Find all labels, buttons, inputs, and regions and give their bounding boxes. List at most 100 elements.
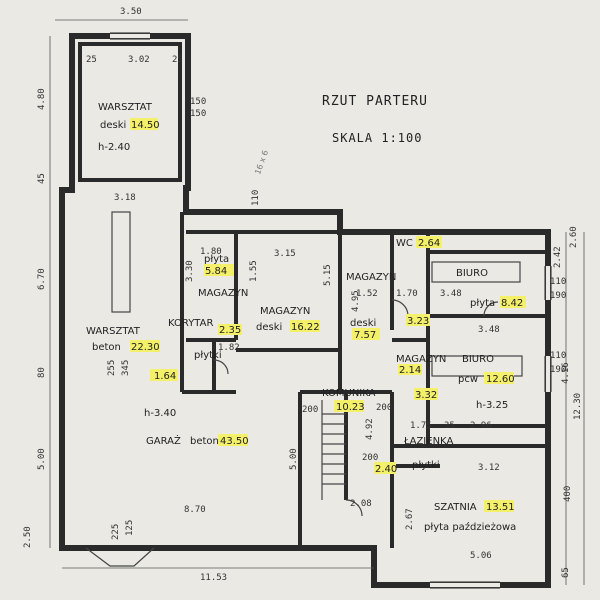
dim-150b: 150 xyxy=(190,109,206,119)
dim-180: 1.80 xyxy=(200,247,222,257)
room-name-szatnia: SZATNIA xyxy=(434,502,477,513)
dim-top-width: 3.50 xyxy=(120,7,142,17)
room-name-korytarz: KORYTAR xyxy=(168,318,213,329)
dim-255: 255 xyxy=(107,360,117,376)
height-biuro-mid: h-3.25 xyxy=(476,400,508,411)
dim-315: 3.15 xyxy=(274,249,296,259)
area-magazyn-tiny: 2.14 xyxy=(399,365,421,376)
room-name-magazyn-small: MAGAZYN xyxy=(198,288,248,299)
dim-200-b: 200 xyxy=(376,403,392,413)
dim-318: 3.18 xyxy=(114,193,136,203)
area-szatnia: 13.51 xyxy=(486,502,515,513)
area-warsztat-top: 14.50 xyxy=(131,120,160,131)
area-biuro-top: 8.42 xyxy=(501,298,523,309)
dim-242: 2.42 xyxy=(553,246,563,268)
dim-312: 3.12 xyxy=(478,463,500,473)
area-warsztat-left: 22.30 xyxy=(131,342,160,353)
plan-scale: SKALA 1:100 xyxy=(332,131,422,145)
dim-110-r1: 110 xyxy=(550,277,566,287)
room-name-magazyn-tiny: MAGAZYN xyxy=(396,354,446,365)
dim-267: 2.67 xyxy=(405,508,415,530)
plan-title: RZUT PARTERU xyxy=(322,94,428,109)
room-name-komunikacja: KOMUNIKA xyxy=(322,388,376,399)
dim-296: 2.96 xyxy=(470,421,492,431)
dim-870: 8.70 xyxy=(184,505,206,515)
area-biuro-mid: 12.60 xyxy=(486,374,515,385)
dim-492: 4.92 xyxy=(365,418,375,440)
dim-208: 2.08 xyxy=(350,499,372,509)
dim-345: 345 xyxy=(121,360,131,376)
floor-szatnia: płyta paździeżowa xyxy=(424,521,516,533)
dimension-labels: 3.50 3.02 25 25 150 150 4.80 45 6.70 80 … xyxy=(23,7,583,583)
dim-225: 225 xyxy=(111,524,121,540)
walls xyxy=(59,33,551,588)
dim-150a: 150 xyxy=(190,97,206,107)
dim-45: 45 xyxy=(37,173,47,184)
dim-506: 5.06 xyxy=(470,551,492,561)
dim-35: 35 xyxy=(444,421,455,431)
room-name-magazyn-mid: MAGAZYN xyxy=(260,306,310,317)
dim-d25b: 25 xyxy=(172,55,183,65)
area-magazyn-mid: 16.22 xyxy=(291,322,320,333)
room-name-magazyn-right: MAGAZYN xyxy=(346,272,396,283)
dim-1230: 12.30 xyxy=(573,393,583,420)
dim-110-r2: 110 xyxy=(550,351,566,361)
area-korytarz-extra: 1.64 xyxy=(154,371,176,382)
dim-348b: 3.48 xyxy=(478,325,500,335)
floor-biuro-top: płyta xyxy=(470,298,495,309)
room-name-lazienka: ŁAZIENKA xyxy=(403,436,453,447)
floor-magazyn-mid: deski xyxy=(256,322,282,333)
room-name-garaz: GARAŻ xyxy=(146,434,181,447)
area-wc: 2.64 xyxy=(418,238,440,249)
inner-walls xyxy=(78,42,548,548)
dim-495: 4.95 xyxy=(351,290,361,312)
room-name-biuro-top: BIURO xyxy=(456,268,488,279)
dim-ws-inner: 3.02 xyxy=(128,55,150,65)
floor-lazienka: płytki xyxy=(412,460,440,471)
dim-152: 1.52 xyxy=(356,289,378,299)
room-name-wc: WC xyxy=(396,238,413,249)
area-magazyn-right: 7.57 xyxy=(354,330,376,341)
dim-500: 5.00 xyxy=(37,448,47,470)
room-name-warsztat-left: WARSZTAT xyxy=(86,326,141,337)
area-hall: 3.23 xyxy=(407,316,429,327)
floor-magazyn-right: deski xyxy=(350,318,376,329)
dimension-lines xyxy=(49,19,585,585)
dim-260: 2.60 xyxy=(569,226,579,248)
dim-348: 3.48 xyxy=(440,289,462,299)
dim-190-r2: 190 xyxy=(550,365,566,375)
dim-080: 80 xyxy=(37,367,47,378)
room-name-biuro-mid: BIURO xyxy=(462,354,494,365)
area-magazyn-small: 5.84 xyxy=(205,266,227,277)
dim-200-a: 200 xyxy=(302,405,318,415)
floor-warsztat-left: beton xyxy=(92,342,121,353)
floor-biuro-mid: pcw xyxy=(458,374,478,385)
dim-175: 1.75 xyxy=(410,421,432,431)
dim-416: 4.16 xyxy=(561,362,571,384)
height-garaz: h-3.40 xyxy=(144,408,176,419)
dim-500-garage: 5.00 xyxy=(289,448,299,470)
dim-250: 2.50 xyxy=(23,526,33,548)
dim-330: 3.30 xyxy=(185,260,195,282)
dim-400: 400 xyxy=(563,486,573,502)
height-warsztat-top: h-2.40 xyxy=(98,142,130,153)
area-garaz: 43.50 xyxy=(220,436,249,447)
dim-670: 6.70 xyxy=(37,268,47,290)
dim-515: 5.15 xyxy=(323,264,333,286)
dim-155: 1.55 xyxy=(249,260,259,282)
area-small: 3.32 xyxy=(415,390,437,401)
floor-warsztat-top: deski xyxy=(100,120,126,131)
room-name-warsztat-top: WARSZTAT xyxy=(98,102,153,113)
floor-garaz: beton xyxy=(190,436,219,447)
dim-200-c: 200 xyxy=(362,453,378,463)
dim-110: 110 xyxy=(251,190,261,206)
dim-125: 125 xyxy=(125,520,135,536)
dim-65: 65 xyxy=(561,567,571,578)
floor-magazyn-small: płyta xyxy=(204,254,229,265)
area-komunikacja: 10.23 xyxy=(336,402,365,413)
dim-170: 1.70 xyxy=(396,289,418,299)
thin-lines xyxy=(85,32,552,589)
area-korytarz: 2.35 xyxy=(219,325,241,336)
dim-190-r1: 190 xyxy=(550,291,566,301)
